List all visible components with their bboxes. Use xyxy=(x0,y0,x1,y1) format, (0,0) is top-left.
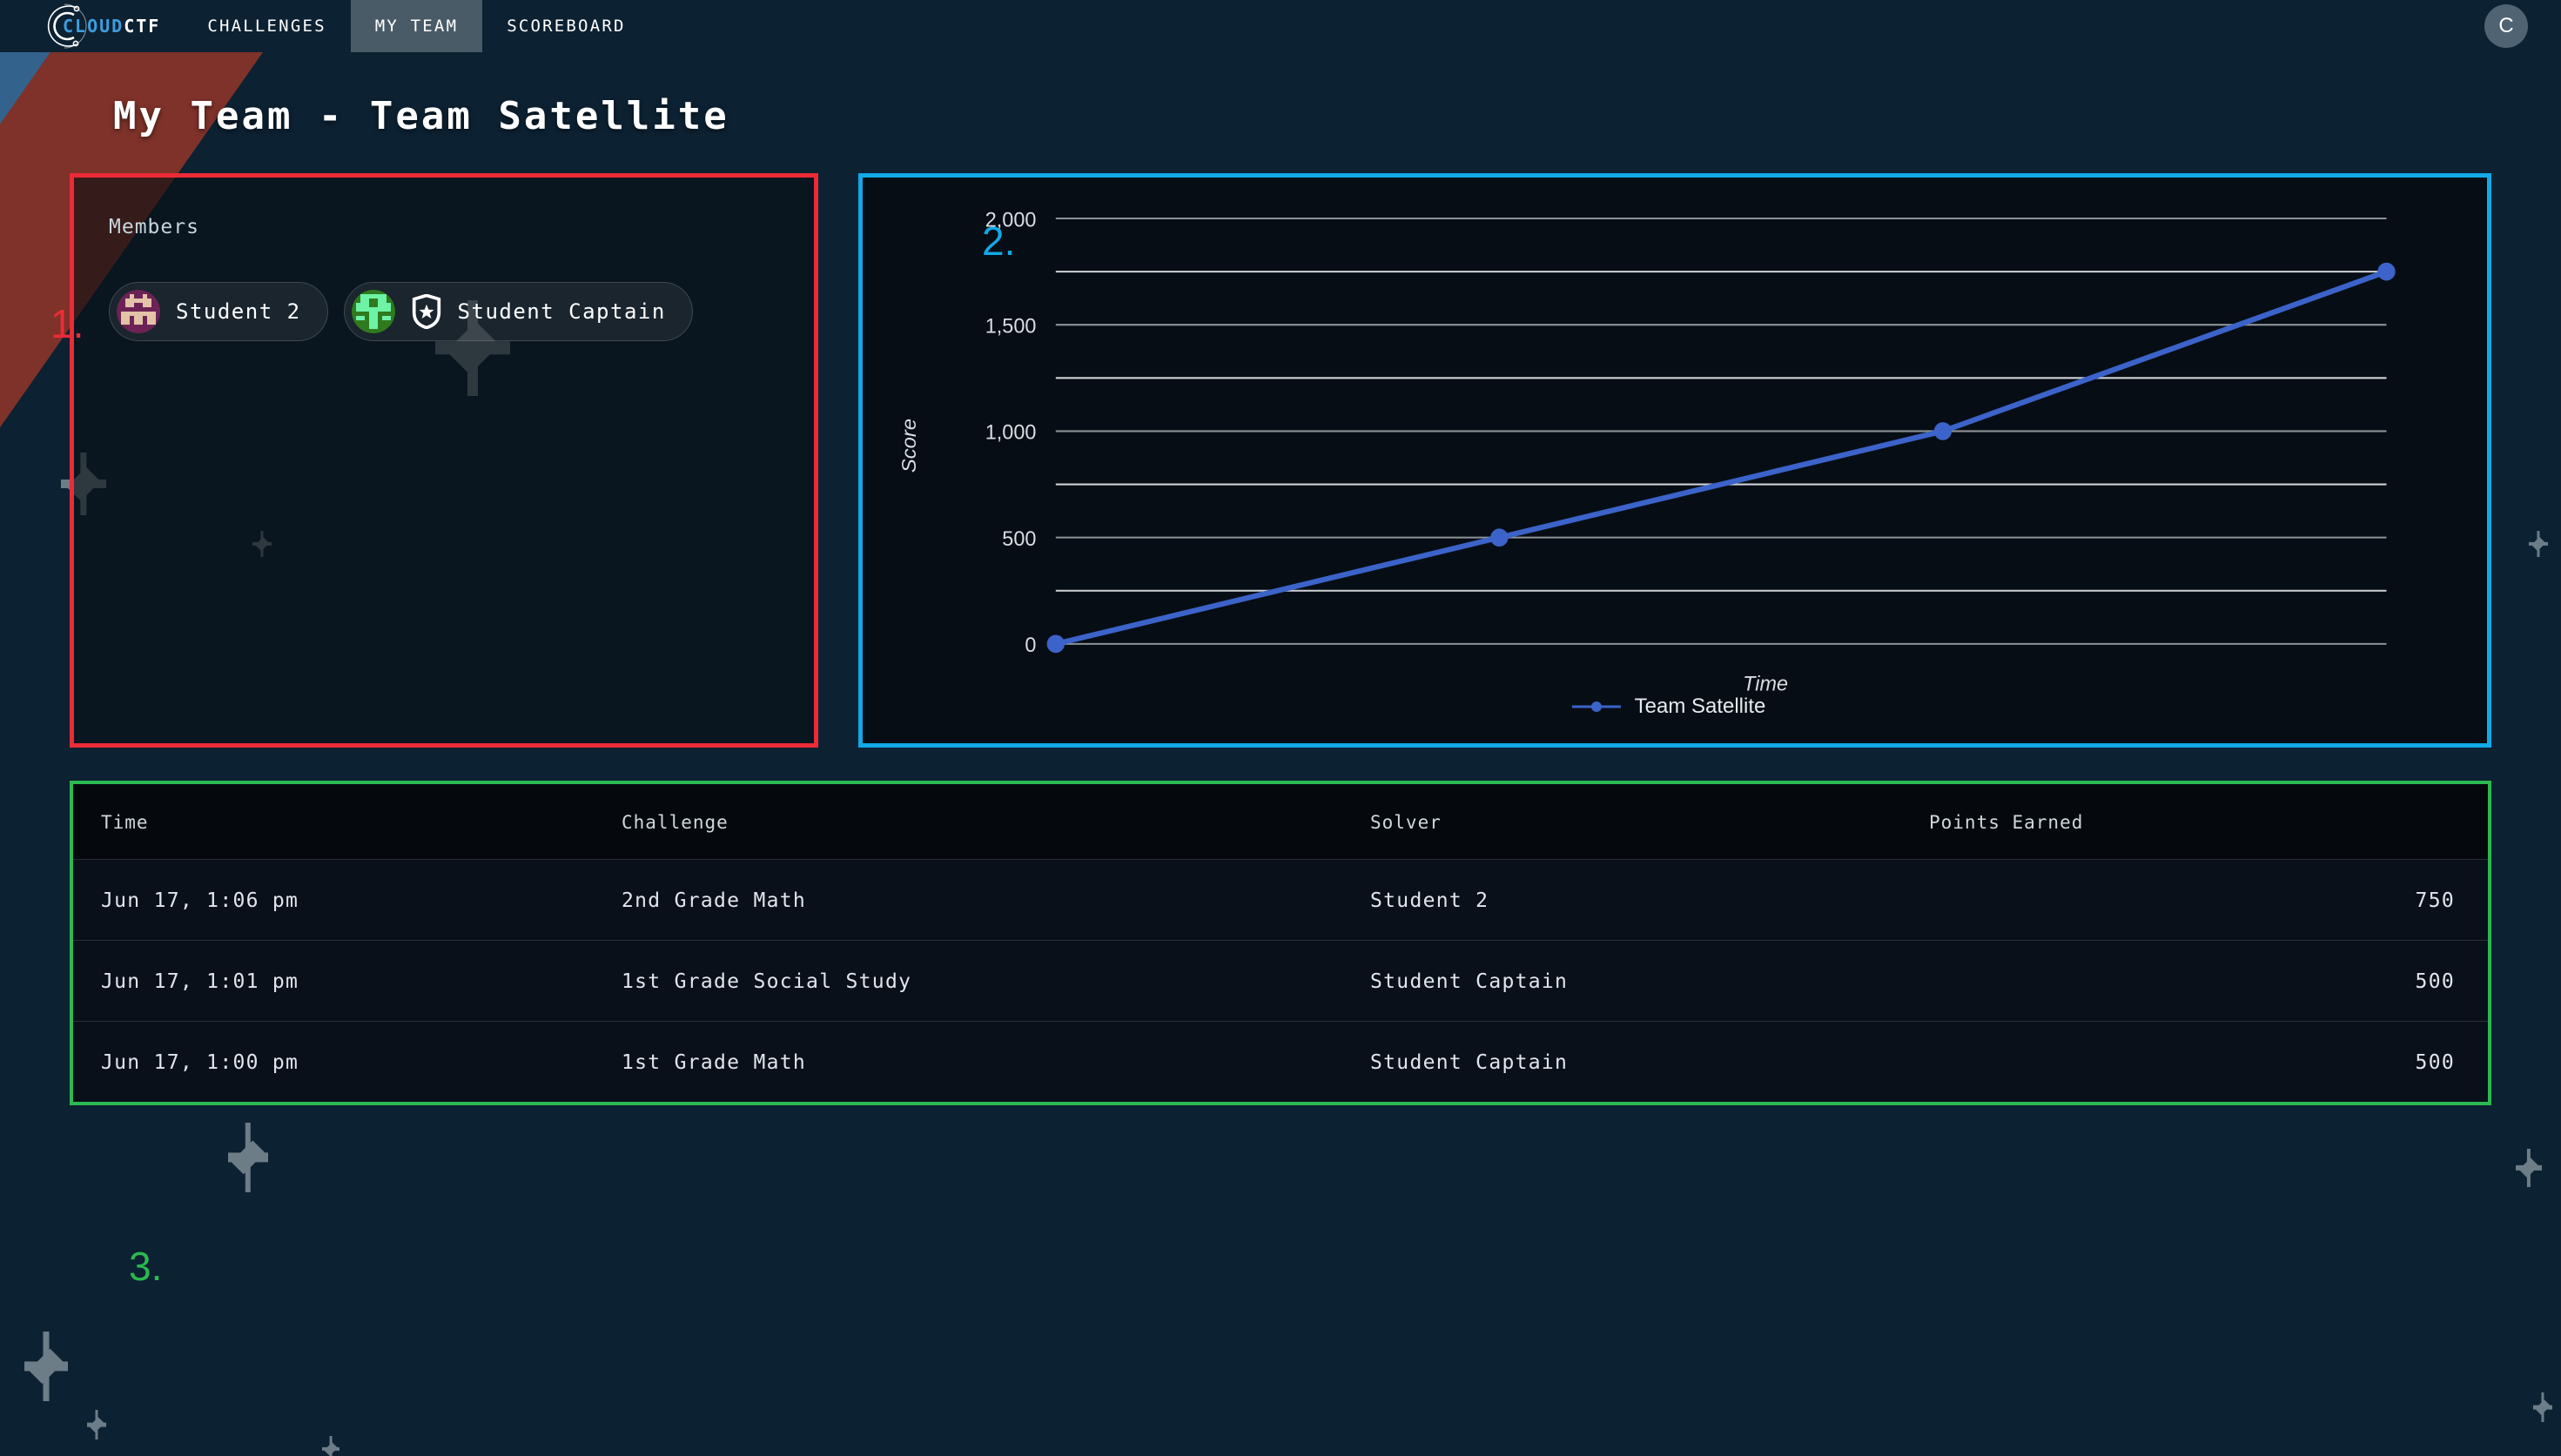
star-icon xyxy=(87,1410,106,1439)
star-icon xyxy=(24,1332,68,1401)
top-navigation-bar: CLOUDCTF CHALLENGES MY TEAM SCOREBOARD C xyxy=(0,0,2561,52)
star-icon xyxy=(2533,1392,2552,1422)
members-card: Members xyxy=(70,173,818,748)
star-icon xyxy=(322,1436,339,1456)
annotation-number-1: 1. xyxy=(50,301,84,346)
score-chart-plot: 0 500 1,000 1,500 2,000 Score Time xyxy=(878,193,2457,698)
page-content: My Team - Team Satellite Members xyxy=(0,52,2561,1105)
chart-y-tick-label: 2,000 xyxy=(985,209,1037,231)
solves-table: Time Challenge Solver Points Earned Jun … xyxy=(73,784,2488,1102)
chart-y-tick-label: 0 xyxy=(1025,634,1036,657)
cell-time: Jun 17, 1:01 pm xyxy=(73,940,622,1022)
chart-y-tick-label: 1,000 xyxy=(985,422,1037,445)
top-row: Members xyxy=(70,173,2491,748)
member-chip-student-captain[interactable]: Student Captain xyxy=(343,282,693,341)
nav-tab-my-team[interactable]: MY TEAM xyxy=(350,0,483,52)
chart-line-team-satellite xyxy=(1052,269,2390,647)
chart-legend[interactable]: Team Satellite xyxy=(878,694,2457,735)
column-header-challenge[interactable]: Challenge xyxy=(622,784,1370,860)
chart-y-tick-label: 1,500 xyxy=(985,315,1037,338)
cell-solver: Student Captain xyxy=(1370,940,1929,1022)
chart-y-axis-title: Score xyxy=(898,419,921,473)
column-header-time[interactable]: Time xyxy=(73,784,622,860)
table-header-row: Time Challenge Solver Points Earned xyxy=(73,784,2488,860)
legend-line-marker-icon xyxy=(1571,701,1621,712)
score-chart-card: 0 500 1,000 1,500 2,000 Score Time Team Sate… xyxy=(858,173,2491,748)
chart-data-point[interactable] xyxy=(1046,634,1065,654)
members-list: Student 2 xyxy=(109,282,779,341)
cell-points: 500 xyxy=(1929,1021,2488,1102)
cell-points: 500 xyxy=(1929,940,2488,1022)
chart-data-point[interactable] xyxy=(1933,422,1953,440)
annotation-number-2: 2. xyxy=(982,218,1016,264)
chart-x-axis-title: Time xyxy=(1743,674,1788,696)
pixel-avatar-purple-icon xyxy=(117,290,160,333)
cell-time: Jun 17, 1:06 pm xyxy=(73,859,622,941)
cell-time: Jun 17, 1:00 pm xyxy=(73,1021,622,1102)
brand-text: CLOUDCTF xyxy=(63,16,160,37)
chart-y-tick-labels: 0 500 1,000 1,500 2,000 xyxy=(985,209,1037,657)
star-icon xyxy=(2516,1149,2542,1187)
column-header-points[interactable]: Points Earned xyxy=(1929,784,2488,860)
cell-challenge: 1st Grade Math xyxy=(622,1021,1370,1102)
chart-y-tick-label: 500 xyxy=(1002,528,1036,551)
chart-gridlines xyxy=(1055,217,2387,645)
chart-series-group xyxy=(1046,262,2396,654)
cell-solver: Student Captain xyxy=(1370,1021,1929,1102)
nav-spacer xyxy=(650,0,2484,52)
page-title: My Team - Team Satellite xyxy=(113,94,729,138)
cell-challenge: 1st Grade Social Study xyxy=(622,940,1370,1022)
nav-tab-scoreboard[interactable]: SCOREBOARD xyxy=(507,17,626,36)
score-chart-svg: 0 500 1,000 1,500 2,000 Score Time xyxy=(898,209,2396,696)
user-avatar[interactable]: C xyxy=(2484,4,2528,48)
cell-solver: Student 2 xyxy=(1370,859,1929,941)
star-icon xyxy=(228,1123,268,1192)
brand-text-cloud: CLOUD xyxy=(63,16,124,37)
solves-table-head: Time Challenge Solver Points Earned xyxy=(73,784,2488,860)
annotation-number-3: 3. xyxy=(129,1244,163,1289)
cell-points: 750 xyxy=(1929,859,2488,941)
chart-data-point[interactable] xyxy=(1490,528,1509,547)
member-name: Student 2 xyxy=(176,299,301,324)
member-name: Student Captain xyxy=(457,299,666,324)
nav-tab-challenges[interactable]: CHALLENGES xyxy=(207,17,326,36)
pixel-avatar-green-icon xyxy=(351,290,395,333)
solves-table-card: Time Challenge Solver Points Earned Jun … xyxy=(70,781,2491,1105)
chart-data-point[interactable] xyxy=(2377,262,2396,281)
captain-shield-star-icon xyxy=(411,293,442,330)
cell-challenge: 2nd Grade Math xyxy=(622,859,1370,941)
legend-label-team-satellite: Team Satellite xyxy=(1634,694,1766,718)
member-chip-student-2[interactable]: Student 2 xyxy=(109,282,328,341)
column-header-solver[interactable]: Solver xyxy=(1370,784,1929,860)
members-heading: Members xyxy=(109,216,199,238)
brand-text-ctf: CTF xyxy=(124,16,161,37)
brand-logo[interactable]: CLOUDCTF xyxy=(0,0,183,52)
